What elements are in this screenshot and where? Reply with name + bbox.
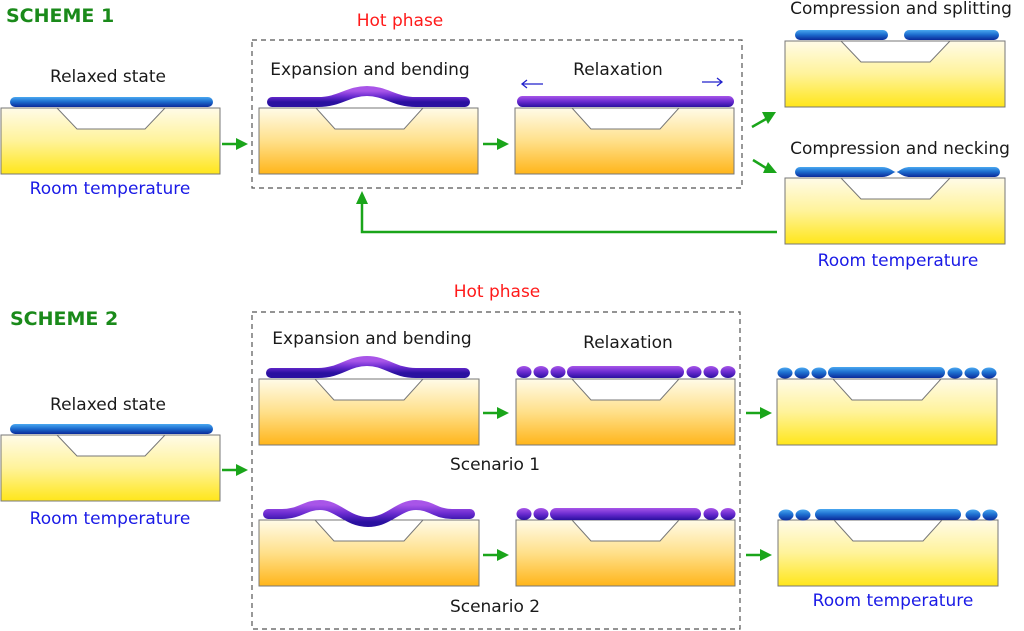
film-bent: [267, 85, 470, 107]
scheme2-scenario1-relaxation-sample: [515, 366, 736, 446]
scheme2-scenario1-label: Scenario 1: [450, 455, 540, 475]
scheme2-scenario2-expansion-sample: [258, 499, 480, 587]
substrate-pit: [839, 40, 952, 63]
scheme1-room-temp-left: Room temperature: [30, 179, 191, 199]
substrate-pit: [570, 378, 681, 401]
scheme2-scenario2-label: Scenario 2: [450, 597, 540, 617]
scheme2-scenario1-expansion-sample: [258, 355, 480, 446]
scheme1-title: SCHEME 1: [6, 5, 114, 27]
scheme2-room-temp-left: Room temperature: [30, 509, 191, 529]
arrow-right-icon: [483, 138, 509, 150]
film-central-strip: [550, 508, 701, 520]
film-droplet: [794, 367, 810, 379]
scheme2-relaxed-label: Relaxed state: [50, 395, 166, 415]
substrate-pit: [314, 107, 425, 130]
scheme1-relaxed-sample: [0, 97, 221, 175]
film-central-strip: [815, 509, 961, 520]
film-central-strip: [828, 367, 945, 378]
film-droplet: [550, 366, 566, 378]
arrow-right-icon: [746, 549, 772, 561]
film-droplet: [778, 509, 794, 521]
arrow-right-icon: [483, 407, 509, 419]
film-droplet: [811, 367, 827, 379]
scheme1-right-arrow-icon: [702, 77, 724, 87]
substrate-pit: [839, 177, 952, 200]
film-droplet: [720, 508, 736, 520]
film-wavy: [263, 499, 475, 528]
substrate-pit: [55, 434, 167, 457]
scheme1-relaxation-sample: [514, 96, 735, 175]
substrate-pit: [831, 378, 943, 401]
film-droplet: [795, 509, 811, 521]
film-continuous: [517, 96, 734, 107]
substrate-pit: [570, 107, 681, 130]
film-continuous: [10, 424, 213, 434]
scheme2-title: SCHEME 2: [10, 308, 118, 330]
scheme1-left-arrow-icon: [520, 79, 543, 89]
film-droplet: [533, 508, 549, 520]
scheme2-scenario2-result-sample: [777, 509, 999, 587]
film-central-strip: [567, 366, 684, 378]
scheme2-scenario1-result-sample: [776, 367, 998, 446]
film-droplet: [686, 366, 702, 378]
film-droplet: [982, 509, 998, 521]
scheme2-scenario2-relaxation-sample: [515, 508, 736, 587]
feedback-loop-arrow-icon: [356, 191, 777, 234]
film-droplet: [947, 367, 963, 379]
arrow-right-icon: [222, 138, 248, 150]
substrate-pit: [313, 378, 425, 401]
film-fragment-left: [795, 30, 888, 40]
substrate-pit: [55, 107, 167, 130]
film-droplet: [777, 367, 793, 379]
film-droplet: [533, 366, 549, 378]
film-continuous: [10, 97, 213, 107]
arrow-down-right-icon: [752, 158, 777, 173]
film-bent-up: [266, 355, 470, 378]
scheme2-relaxation-label: Relaxation: [583, 333, 673, 353]
substrate-pit: [832, 519, 944, 542]
arrow-up-right-icon: [751, 112, 776, 129]
scheme2-hot-phase-label: Hot phase: [454, 282, 541, 302]
arrow-right-icon: [746, 407, 772, 419]
substrate-pit: [570, 519, 681, 542]
film-droplet: [981, 367, 997, 379]
scheme2-room-temp-right: Room temperature: [813, 591, 974, 611]
film-droplet: [703, 508, 719, 520]
scheme2-expansion-label: Expansion and bending: [272, 329, 471, 349]
film-droplet: [516, 508, 532, 520]
scheme1-room-temp-right: Room temperature: [818, 251, 979, 271]
film-fragment-right: [904, 30, 999, 40]
scheme1-expansion-label: Expansion and bending: [270, 60, 469, 80]
scheme1-hot-phase-box: [251, 39, 743, 189]
scheme2-relaxed-sample: [0, 424, 221, 502]
scheme1-expansion-sample: [258, 85, 479, 175]
scheme1-splitting-sample: [784, 30, 1006, 108]
scheme1-relaxed-label: Relaxed state: [50, 67, 166, 87]
film-droplet: [964, 367, 980, 379]
arrow-right-icon: [483, 549, 509, 561]
film-droplet: [703, 366, 719, 378]
film-droplet: [720, 366, 736, 378]
scheme2-hot-phase-box: [251, 311, 741, 630]
film-droplet: [965, 509, 981, 521]
film-droplet: [516, 366, 532, 378]
film-necked: [795, 167, 1000, 177]
arrow-right-icon: [222, 464, 248, 476]
scheme1-necking-sample: [784, 167, 1006, 245]
scheme1-necking-label: Compression and necking: [790, 139, 1010, 159]
scheme1-hot-phase-label: Hot phase: [357, 11, 444, 31]
scheme1-splitting-label: Compression and splitting: [790, 0, 1012, 19]
scheme1-relaxation-label: Relaxation: [573, 60, 663, 80]
